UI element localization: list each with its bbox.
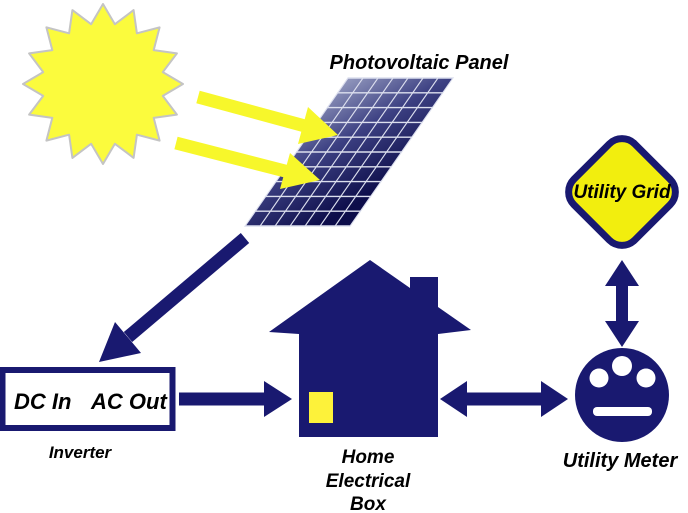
- arrow-head: [264, 381, 292, 417]
- arrow-shaft: [174, 136, 289, 178]
- meter-display-bar: [593, 407, 652, 416]
- meter-dial-left: [589, 368, 609, 388]
- arrow-shaft: [123, 233, 250, 342]
- arrow-head: [298, 107, 338, 144]
- utility-meter-label: Utility Meter: [563, 450, 679, 472]
- sun-ray-arrow-1: [196, 90, 338, 144]
- arrow-head: [99, 322, 141, 362]
- inverter-box: [0, 367, 176, 431]
- arrow-head-bottom: [605, 321, 639, 347]
- arrow-house-to-meter: [440, 381, 568, 417]
- arrow-head-left: [440, 381, 467, 417]
- sun-ray-arrow-2: [174, 136, 320, 189]
- electrical-box-window: [309, 392, 333, 423]
- utility-grid-icon: [565, 135, 679, 249]
- solar-panel-icon: [243, 77, 455, 227]
- photovoltaic-panel-label: Photovoltaic Panel: [330, 52, 509, 74]
- arrow-shaft: [196, 90, 307, 133]
- arrow-head: [280, 153, 320, 189]
- utility-grid-diamond: [565, 135, 679, 249]
- sun-icon: [22, 3, 184, 165]
- arrow-head-top: [605, 260, 639, 286]
- arrow-meter-to-grid: [605, 260, 639, 347]
- arrow-head-right: [541, 381, 568, 417]
- utility-grid-label: Utility Grid: [573, 182, 671, 203]
- ac-out-label: AC Out: [90, 389, 168, 414]
- meter-dial-right: [636, 368, 656, 388]
- meter-dial-center: [612, 356, 632, 376]
- home-label-line1: Home: [342, 447, 395, 468]
- home-label-line3: Box: [350, 494, 387, 513]
- house-icon: [269, 260, 471, 437]
- dc-in-label: DC In: [14, 389, 71, 414]
- arrow-inverter-to-house: [179, 381, 292, 417]
- arrow-panel-to-inverter: [99, 233, 250, 362]
- utility-meter-icon: [575, 348, 669, 442]
- inverter-label: Inverter: [49, 443, 113, 462]
- home-label-line2: Electrical: [326, 471, 411, 492]
